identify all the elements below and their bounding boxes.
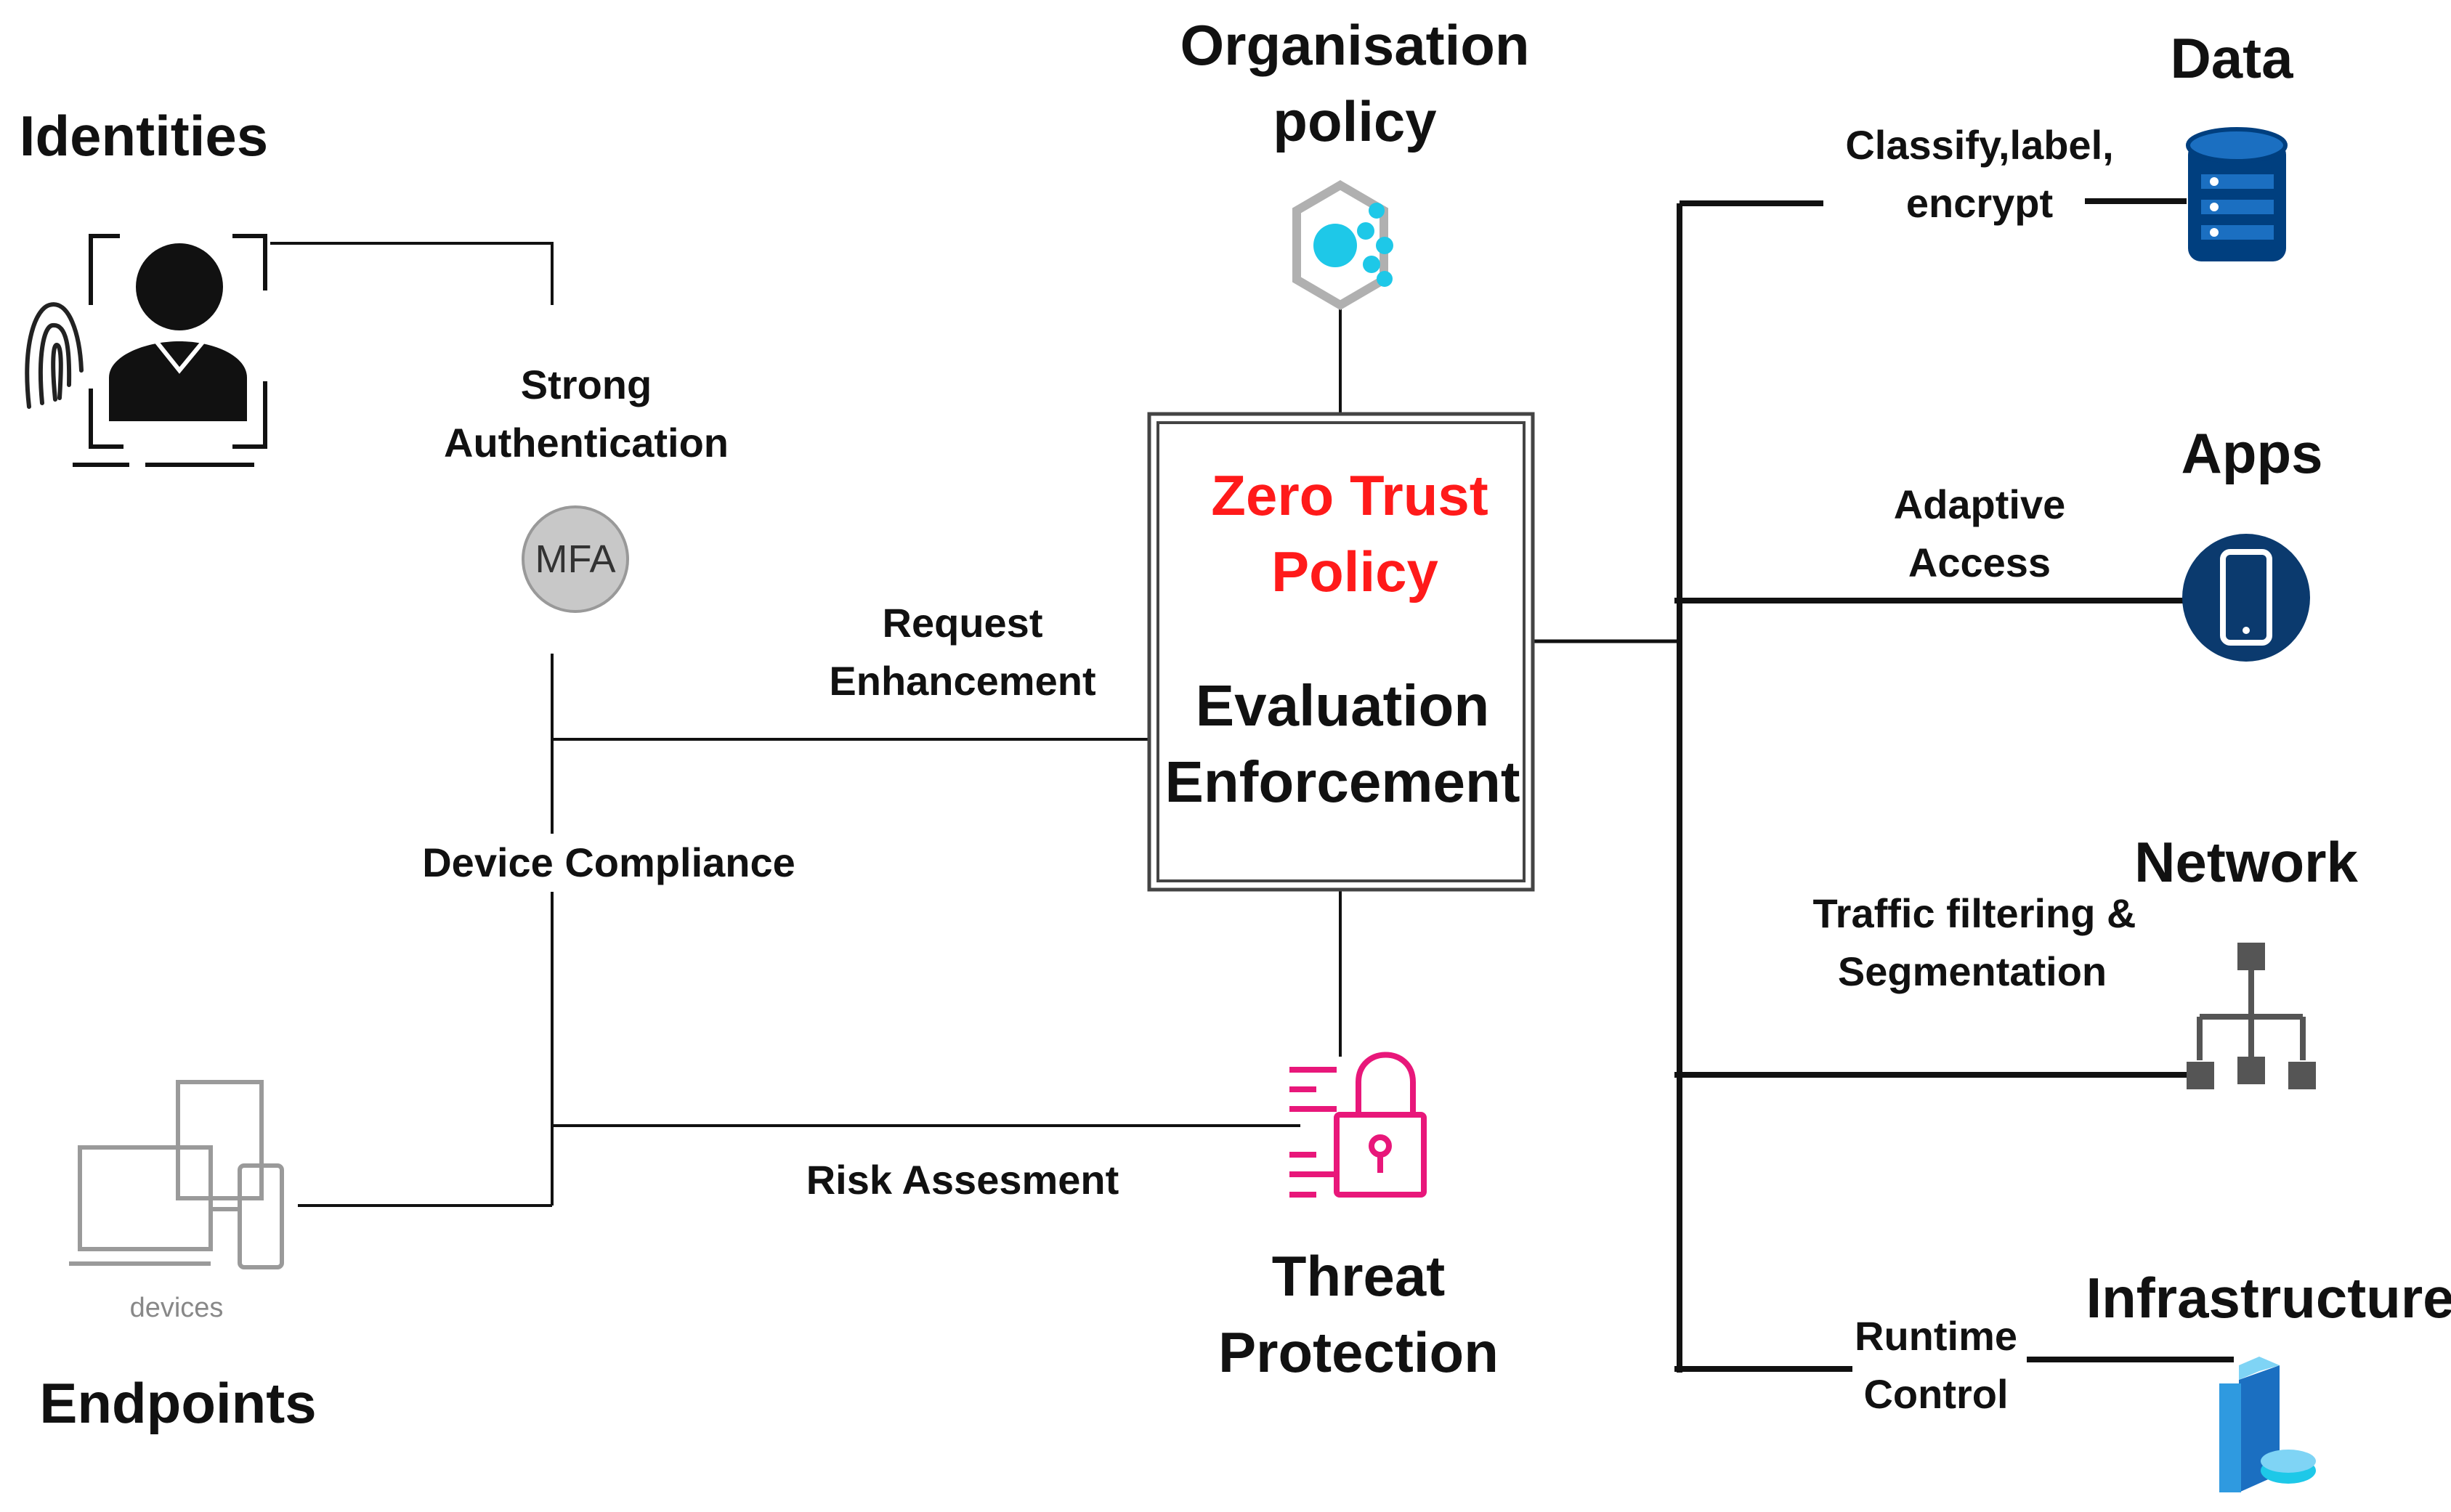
zero-trust-title-1: Zero Trust <box>1211 463 1488 527</box>
adaptive-access-label-1: Adaptive <box>1893 481 2066 527</box>
threat-protection-label-2: Protection <box>1218 1320 1499 1384</box>
center-policy-box <box>1147 412 1535 892</box>
identities-label: Identities <box>19 104 269 168</box>
user-icon <box>73 234 267 467</box>
server-icon <box>2219 1357 2316 1492</box>
network-tree-icon <box>2187 943 2316 1089</box>
devices-icon <box>69 1080 284 1269</box>
data-label: Data <box>2170 26 2293 90</box>
adaptive-access-label-2: Access <box>1908 540 2051 585</box>
database-icon <box>2186 127 2288 261</box>
traffic-filtering-label-1: Traffic filtering & <box>1812 890 2136 936</box>
organisation-policy-label-2: policy <box>1273 89 1437 153</box>
risk-assessment-label: Risk Assesment <box>806 1157 1119 1203</box>
lock-icon <box>1289 1052 1427 1198</box>
devices-caption: devices <box>129 1293 224 1323</box>
device-compliance-label: Device Compliance <box>422 834 795 892</box>
strong-auth-label-1: Strong <box>520 362 652 407</box>
classify-label-2: encrypt <box>1905 180 2054 226</box>
mfa-badge <box>522 505 629 613</box>
connectors <box>270 198 2234 1373</box>
runtime-control-label-1: Runtime <box>1855 1313 2017 1359</box>
enforcement-label: Enforcement <box>1164 749 1520 814</box>
runtime-control-label-2: Control <box>1863 1371 2009 1417</box>
classify-label-1: Classify,label, <box>1845 122 2114 168</box>
zero-trust-title-2: Policy <box>1271 540 1438 603</box>
threat-protection-label-1: Threat <box>1271 1244 1446 1308</box>
traffic-filtering-label-2: Segmentation <box>1837 948 2107 994</box>
network-label: Network <box>2134 830 2358 894</box>
evaluation-label: Evaluation <box>1195 673 1490 738</box>
mfa-label: MFA <box>535 537 616 581</box>
policy-hexagon-icon <box>1292 180 1393 310</box>
mobile-app-icon <box>2182 534 2310 662</box>
fingerprint-icon <box>25 302 84 409</box>
organisation-policy-label-1: Organisation <box>1180 13 1530 77</box>
strong-auth-label-2: Authentication <box>444 420 729 466</box>
infrastructure-label: Infrastructure <box>2086 1266 2451 1330</box>
apps-label: Apps <box>2181 421 2323 485</box>
request-enhancement-label-1: Request <box>882 600 1043 646</box>
endpoints-label: Endpoints <box>39 1371 317 1435</box>
identity-connector <box>270 242 554 305</box>
request-enhancement-label-2: Enhancement <box>829 658 1096 704</box>
